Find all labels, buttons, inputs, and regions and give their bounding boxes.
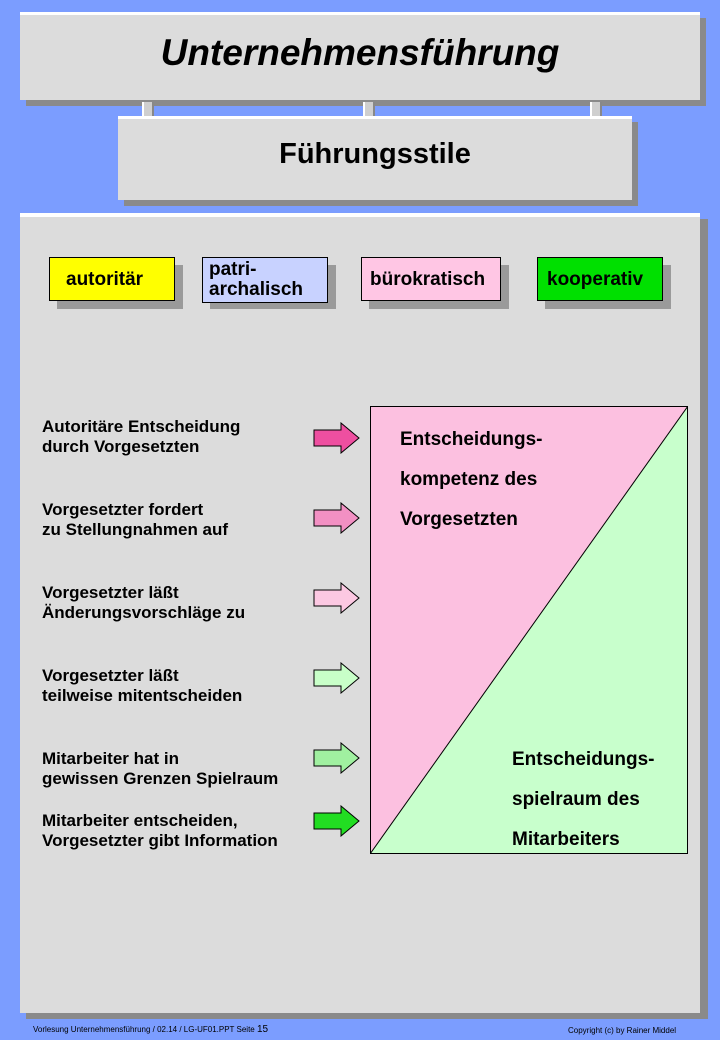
upper-line1: Entscheidungs- <box>400 429 543 450</box>
row-3-line1: Vorgesetzter läßt <box>42 583 179 602</box>
connector-left <box>142 102 154 116</box>
style-buerokratisch-label: bürokratisch <box>370 269 486 290</box>
row-5-line2: gewissen Grenzen Spielraum <box>42 769 279 788</box>
row-label-6: Mitarbeiter entscheiden, Vorgesetzter gi… <box>42 811 312 851</box>
style-patriarchalisch-line2: archalisch <box>209 279 303 300</box>
arrow-icon-6 <box>313 805 360 837</box>
title-box: Unternehmensführung <box>20 12 700 100</box>
row-1-line2: durch Vorgesetzten <box>42 437 200 456</box>
arrow-icon-4 <box>313 662 360 694</box>
row-4-line2: teilweise mitentscheiden <box>42 686 243 705</box>
arrow-icon-2 <box>313 502 360 534</box>
row-label-4: Vorgesetzter läßt teilweise mitentscheid… <box>42 666 312 706</box>
upper-line3: Vorgesetzten <box>400 509 518 530</box>
arrow-icon-1 <box>313 422 360 454</box>
lower-line1: Entscheidungs- <box>512 749 655 770</box>
row-label-3: Vorgesetzter läßt Änderungsvorschläge zu <box>42 583 312 623</box>
superior-competence-text: Entscheidungs- kompetenz des Vorgesetzte… <box>400 420 543 540</box>
row-label-2: Vorgesetzter fordert zu Stellungnahmen a… <box>42 500 312 540</box>
style-kooperativ: kooperativ <box>537 257 663 301</box>
footer-page-number: 15 <box>257 1024 269 1035</box>
employee-latitude-text: Entscheidungs- spielraum des Mitarbeiter… <box>512 740 655 860</box>
style-autoritaer-label: autoritär <box>66 269 144 290</box>
subtitle-box: Führungsstile <box>118 116 632 200</box>
competence-diagram-graphic <box>370 406 688 854</box>
row-6-line2: Vorgesetzter gibt Information <box>42 831 278 850</box>
lower-line2: spielraum des <box>512 789 640 810</box>
page-title: Unternehmensführung <box>160 32 560 73</box>
row-4-line1: Vorgesetzter läßt <box>42 666 179 685</box>
row-label-5: Mitarbeiter hat in gewissen Grenzen Spie… <box>42 749 312 789</box>
style-kooperativ-label: kooperativ <box>547 269 644 290</box>
competence-diagram: Entscheidungs- kompetenz des Vorgesetzte… <box>370 406 688 854</box>
connector-middle <box>363 102 375 116</box>
lower-line3: Mitarbeiters <box>512 829 620 850</box>
row-2-line2: zu Stellungnahmen auf <box>42 520 229 539</box>
connector-right <box>590 102 602 116</box>
style-buerokratisch: bürokratisch <box>361 257 501 301</box>
row-5-line1: Mitarbeiter hat in <box>42 749 179 768</box>
footer-left: Vorlesung Unternehmensführung / 02.14 / … <box>33 1024 268 1035</box>
row-6-line1: Mitarbeiter entscheiden, <box>42 811 238 830</box>
footer-copyright: Copyright (c) by Rainer Middel <box>568 1026 677 1035</box>
subtitle: Führungsstile <box>279 138 471 170</box>
row-2-line1: Vorgesetzter fordert <box>42 500 204 519</box>
footer-left-text: Vorlesung Unternehmensführung / 02.14 / … <box>33 1025 255 1034</box>
row-3-line2: Änderungsvorschläge zu <box>42 603 246 622</box>
style-patriarchalisch: patri- archalisch <box>202 257 328 303</box>
arrow-icon-3 <box>313 582 360 614</box>
arrow-icon-5 <box>313 742 360 774</box>
style-autoritaer: autoritär <box>49 257 175 301</box>
row-1-line1: Autoritäre Entscheidung <box>42 417 241 436</box>
upper-line2: kompetenz des <box>400 469 538 490</box>
style-patriarchalisch-line1: patri- <box>209 259 257 280</box>
row-label-1: Autoritäre Entscheidung durch Vorgesetzt… <box>42 417 312 457</box>
